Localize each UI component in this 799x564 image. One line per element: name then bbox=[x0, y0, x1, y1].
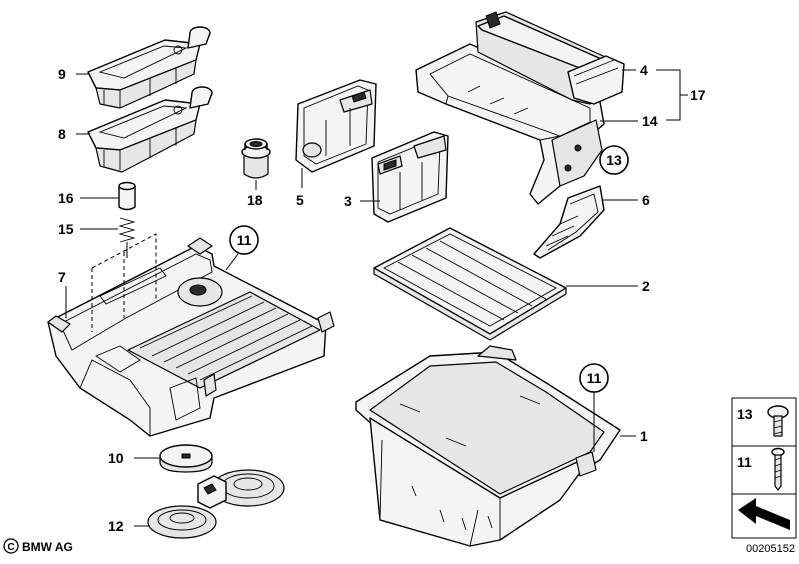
footer: C BMW AG 00205152 bbox=[3, 538, 795, 555]
callout-13-ring bbox=[599, 145, 629, 175]
callout-7: 7 bbox=[58, 269, 66, 285]
callout-6: 6 bbox=[642, 192, 650, 208]
callout-14: 14 bbox=[642, 113, 658, 129]
copyright-glyph: C bbox=[7, 542, 14, 553]
callout-13: 13 bbox=[606, 152, 622, 168]
fastener-label-13: 13 bbox=[737, 406, 753, 422]
part-12-pad-and-clip[interactable] bbox=[147, 469, 285, 539]
callout-10: 10 bbox=[108, 450, 124, 466]
part-15-spring[interactable] bbox=[118, 217, 136, 258]
part-4-14-armrest-assembly[interactable] bbox=[415, 11, 625, 205]
fastener-label-11: 11 bbox=[737, 454, 752, 470]
callout-8: 8 bbox=[58, 126, 66, 142]
part-3-panel[interactable] bbox=[371, 131, 449, 223]
callout-16: 16 bbox=[58, 190, 74, 206]
callout-17: 17 bbox=[690, 87, 706, 103]
part-1-storage-bin[interactable] bbox=[355, 345, 621, 547]
screw-13-icon[interactable] bbox=[767, 405, 789, 437]
arrow-icon bbox=[738, 498, 790, 530]
callout-labels: 9 8 16 15 7 18 5 3 4 17 14 6 2 1 10 12 1… bbox=[58, 62, 706, 534]
part-7-console-frame[interactable] bbox=[47, 237, 335, 437]
callout-1: 1 bbox=[640, 428, 648, 444]
callout-4: 4 bbox=[640, 62, 648, 78]
part-6-bracket[interactable] bbox=[533, 185, 605, 259]
part-5-panel[interactable] bbox=[295, 79, 377, 173]
callout-2: 2 bbox=[642, 278, 650, 294]
callout-9: 9 bbox=[58, 66, 66, 82]
leader-lines bbox=[65, 69, 688, 527]
part-9-tray[interactable] bbox=[87, 26, 211, 109]
fastener-cell-11 bbox=[731, 445, 797, 495]
brand-label: BMW AG bbox=[22, 540, 73, 554]
callout-3: 3 bbox=[344, 193, 352, 209]
part-18-socket[interactable] bbox=[241, 138, 271, 179]
callout-18: 18 bbox=[247, 192, 263, 208]
callout-12: 12 bbox=[108, 518, 124, 534]
callout-5: 5 bbox=[296, 192, 304, 208]
callout-11-b: 11 bbox=[587, 370, 602, 386]
screw-11-icon[interactable] bbox=[771, 447, 785, 491]
part-8-tray[interactable] bbox=[87, 86, 213, 173]
callout-11-a: 11 bbox=[237, 232, 252, 248]
diagram-id: 00205152 bbox=[746, 543, 795, 555]
part-10-disc[interactable] bbox=[159, 444, 213, 473]
fastener-cell-13 bbox=[731, 397, 797, 447]
part-16-cylinder[interactable] bbox=[118, 181, 136, 211]
callout-15: 15 bbox=[58, 221, 74, 237]
part-2-mat[interactable] bbox=[373, 227, 567, 341]
fastener-panel: 13 11 bbox=[731, 397, 797, 539]
copyright-icon bbox=[3, 538, 19, 554]
callout-11-ring-b bbox=[579, 363, 609, 393]
callout-11-ring-a bbox=[229, 225, 259, 255]
